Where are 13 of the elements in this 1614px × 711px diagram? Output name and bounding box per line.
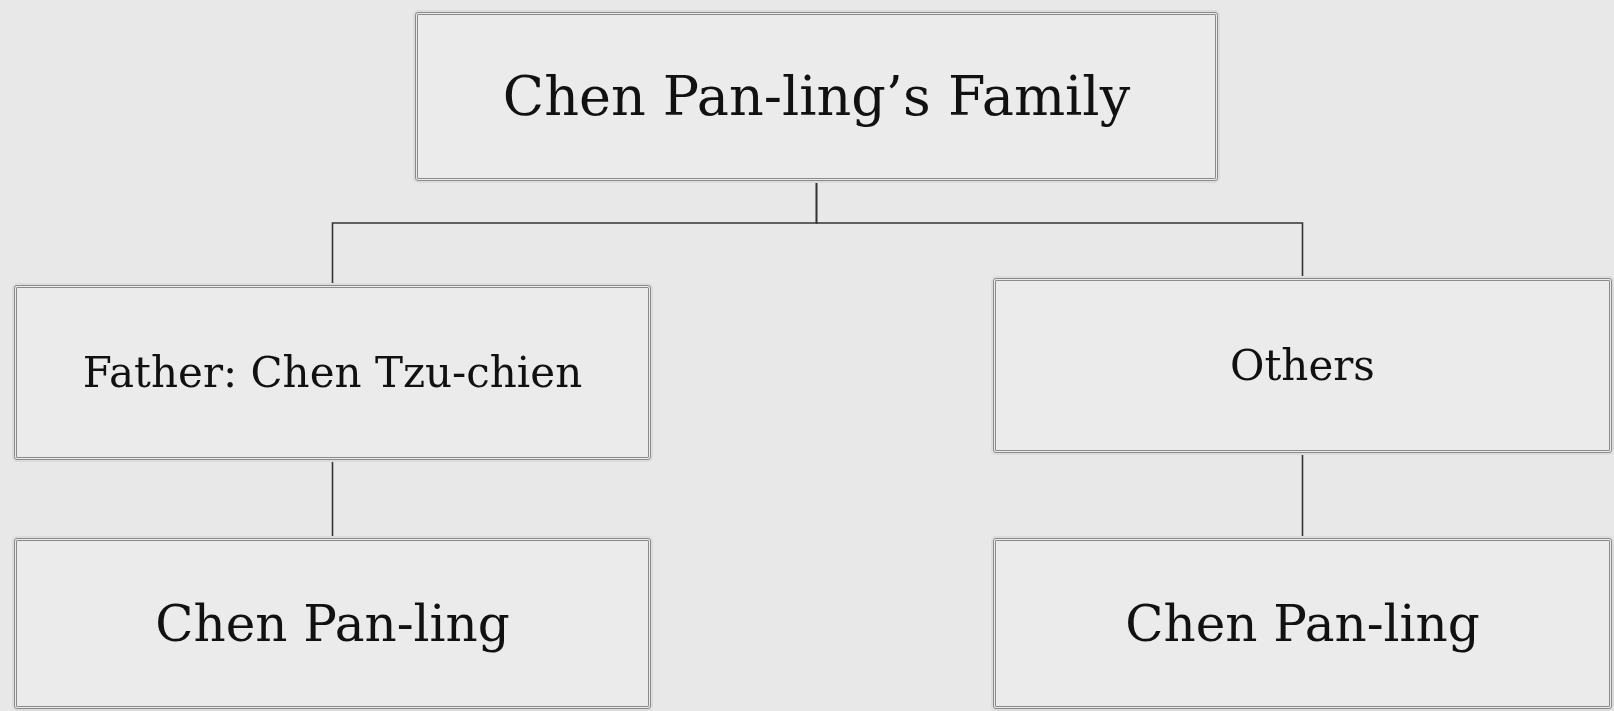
box-label: Father: Chen Tzu-chien xyxy=(82,348,583,397)
box-label: Chen Pan-ling xyxy=(155,594,510,653)
family-box xyxy=(14,538,651,709)
family-box xyxy=(14,285,651,460)
box-label: Chen Pan-ling’s Family xyxy=(502,65,1131,128)
box-label: Chen Pan-ling xyxy=(1125,594,1480,653)
family-box xyxy=(993,538,1612,709)
connector-line xyxy=(815,180,1304,279)
connector-line xyxy=(1301,452,1304,539)
box-label: Others xyxy=(1230,341,1375,390)
connector-line xyxy=(331,459,334,539)
family-box xyxy=(415,12,1218,181)
family-box xyxy=(993,278,1612,453)
